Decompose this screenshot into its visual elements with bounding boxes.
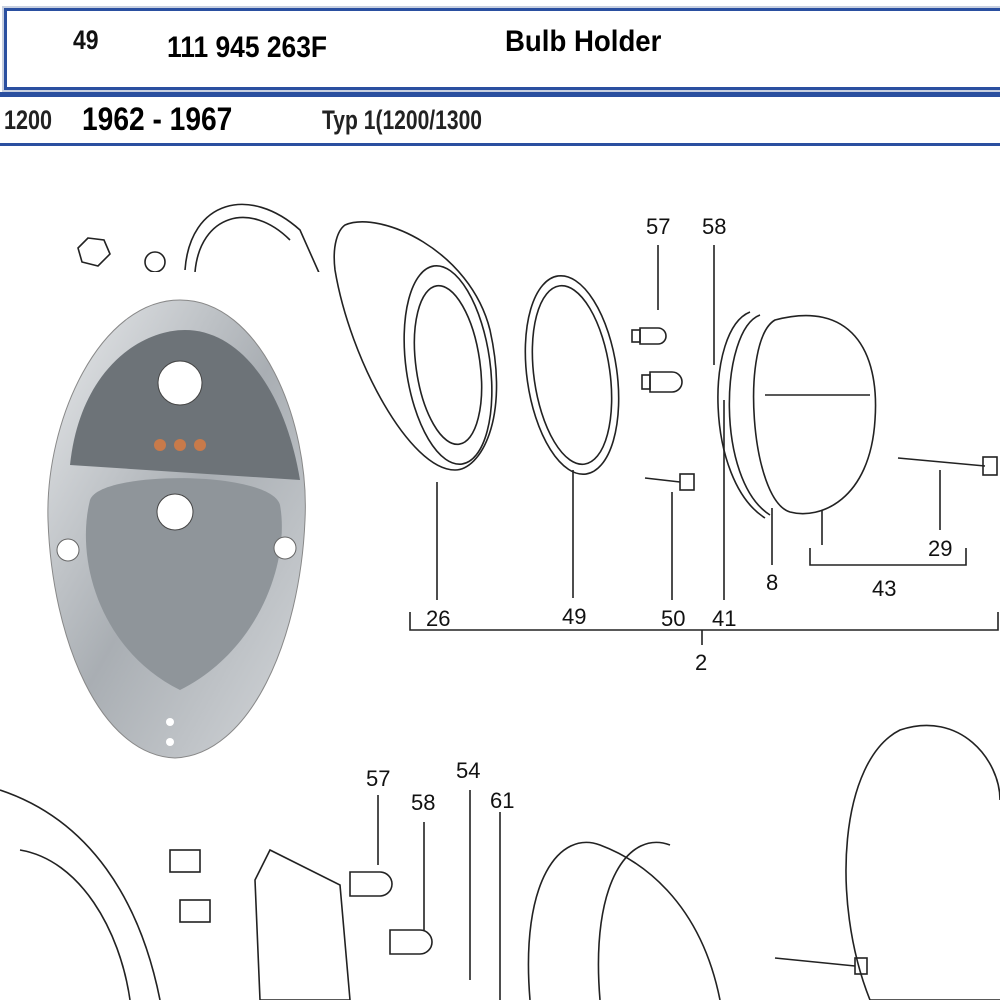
callout-29: 29 [928,536,952,561]
model: 1200 [4,105,53,135]
callout-50: 50 [661,606,685,631]
part-info-box: 49 111 945 263F Bulb Holder [4,8,1000,90]
callout-2: 2 [695,650,707,675]
bulb-holder-photo [0,272,330,762]
callout-54: 54 [456,758,480,783]
vehicle-type: Typ 1(1200/1300 [322,105,483,135]
callout-49: 49 [562,604,586,629]
callout-58: 58 [702,214,726,239]
callout-57-bottom: 57 [366,766,390,791]
callout-labels-top: 57 58 26 49 50 41 8 43 29 2 [426,214,952,675]
callout-26: 26 [426,606,450,631]
callout-61: 61 [490,788,514,813]
callout-57: 57 [646,214,670,239]
callout-8: 8 [766,570,778,595]
years: 1962 - 1967 [82,101,233,137]
callout-58-bottom: 58 [411,790,435,815]
callout-41: 41 [712,606,736,631]
diagram-drawings [0,203,1000,1000]
part-description: Bulb Holder [505,25,662,58]
callout-43: 43 [872,576,896,601]
item-number: 49 [73,25,99,55]
part-number: 111 945 263F [167,31,328,64]
callout-labels-bottom: 57 58 54 61 [366,758,514,815]
vehicle-info-bar: 1200 1962 - 1967 Typ 1(1200/1300 [0,92,1000,146]
